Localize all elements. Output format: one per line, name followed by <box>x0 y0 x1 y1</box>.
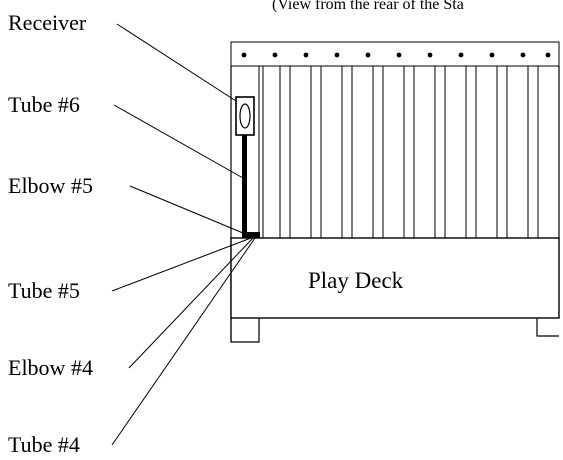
rail-bolt <box>427 52 433 58</box>
rail-bolt <box>241 52 247 58</box>
rail-bolt <box>303 52 309 58</box>
diagram-header: (View from the rear of the Sta <box>272 0 464 13</box>
top-rail <box>230 41 560 67</box>
label-elbow-4: Elbow #4 <box>8 355 93 380</box>
right-foot <box>536 318 559 337</box>
rail-bolts <box>241 52 551 58</box>
label-receiver: Receiver <box>8 10 87 35</box>
rail-bolt <box>489 52 495 58</box>
label-tube-5: Tube #5 <box>8 278 80 303</box>
left-foot <box>230 318 260 343</box>
label-tube-4: Tube #4 <box>8 432 80 457</box>
rail-bolt <box>272 52 278 58</box>
label-elbow-5: Elbow #5 <box>8 173 93 198</box>
elbow-5 <box>242 232 260 238</box>
leader-elbow-5 <box>129 185 244 234</box>
receiver-oval <box>239 103 251 129</box>
play-deck-label: Play Deck <box>308 268 404 293</box>
rail-bolt <box>334 52 340 58</box>
label-tube-6: Tube #6 <box>8 92 80 117</box>
leader-receiver <box>116 23 237 102</box>
rail-bolt <box>365 52 371 58</box>
rail-bolt <box>520 52 526 58</box>
leader-tube-6 <box>113 104 244 179</box>
leader-tube-4 <box>111 237 256 446</box>
rail-bolt <box>545 52 551 58</box>
rail-bolt <box>458 52 464 58</box>
leader-elbow-4 <box>128 237 254 369</box>
play-deck-box <box>230 237 560 319</box>
tube-6 <box>242 135 247 234</box>
leader-tube-5 <box>111 237 252 292</box>
tube-slats <box>258 66 539 238</box>
rail-bolt <box>396 52 402 58</box>
